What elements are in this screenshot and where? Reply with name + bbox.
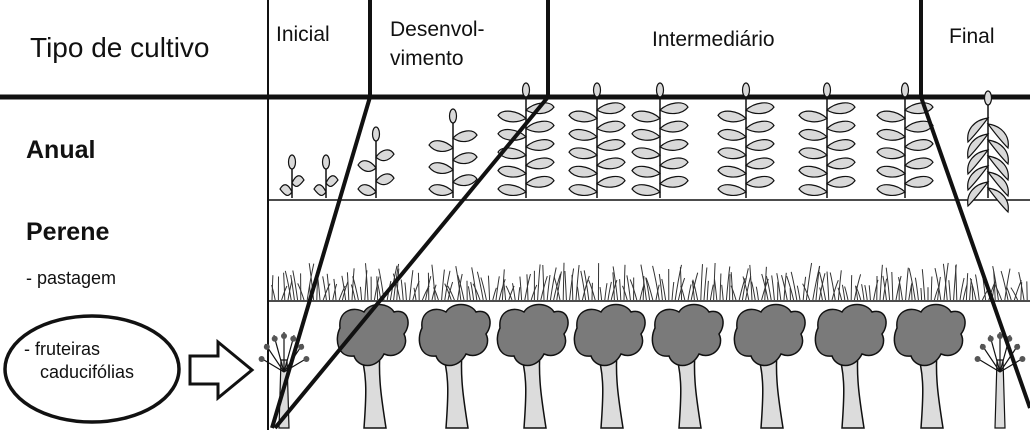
row-label-perennial: Perene [26,218,110,246]
annual-plant-icon [428,108,478,198]
annual-plant-icon [357,126,395,198]
fruit-tree-row [258,303,1026,429]
young-tree-icon [258,332,310,429]
arrow-right-icon [188,338,255,402]
stage-label-development-1: Desenvol- [390,18,485,41]
stage-label-development-2: vimento [390,47,464,70]
envelope-line-final [919,96,1030,409]
fruit-tree-icon [418,303,491,429]
fruit-tree-icon [733,303,806,429]
annual-plant-icon [279,154,305,198]
fruit-tree-icon [651,303,724,429]
envelope-line-initial [270,96,372,429]
stage-label-intermediate: Intermediário [652,28,775,51]
senescent-plant-icon [967,90,1009,214]
envelope-line-development [273,95,550,430]
annual-plant-icon [313,154,339,198]
annual-plant-icon [798,82,856,198]
fruit-tree-icon [893,303,966,429]
young-tree-icon [974,332,1026,429]
stage-label-initial: Inicial [276,23,330,46]
fruit-tree-icon [573,303,646,429]
fruit-tree-icon [336,303,409,429]
row-label-pasture: - pastagem [26,268,117,288]
growth-envelope-lines [270,95,1030,430]
header-title: Tipo de cultivo [30,32,210,63]
annual-plant-icon [631,82,689,198]
annual-plant-icon [717,82,775,198]
stage-label-final: Final [949,25,995,48]
annual-plant-icon [568,82,626,198]
highlight-ellipse [3,314,181,424]
fruit-tree-icon [496,303,569,429]
fruit-tree-icon [814,303,887,429]
row-label-annual: Anual [26,136,96,164]
annual-plant-icon [876,82,934,198]
annual-plant-row [279,82,1009,214]
row-label-fruit-1: - fruteiras [24,339,101,359]
row-label-fruit-2: caducifólias [40,362,135,382]
